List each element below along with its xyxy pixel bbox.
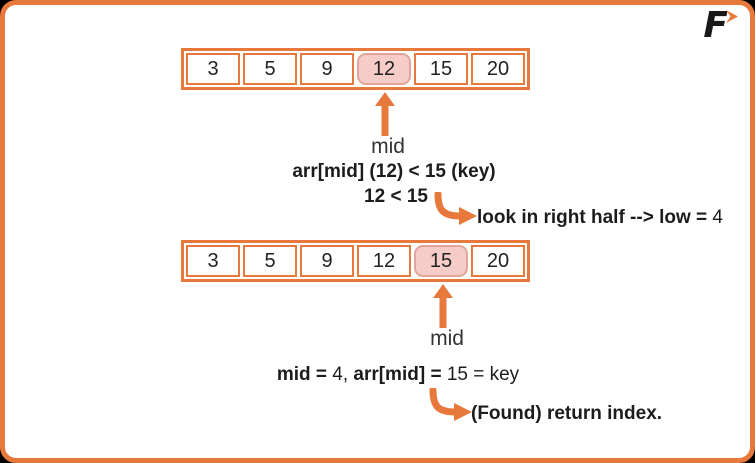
logo-letter: F — [703, 5, 728, 46]
array-cell: 20 — [471, 53, 525, 85]
array-step1: 3 5 9 12 15 20 — [181, 48, 530, 90]
step2-action-text: (Found) return index. — [471, 403, 663, 424]
result-regular-2: 15 = key — [446, 364, 520, 385]
array-cell: 3 — [186, 245, 240, 277]
array-cell: 12 — [357, 245, 411, 277]
mid-label: mid — [371, 135, 405, 158]
hook-arrow-icon — [428, 386, 474, 422]
array-cell: 5 — [243, 245, 297, 277]
step1-action-bold: look in right half --> low = — [477, 207, 713, 228]
logo-chevron-icon — [725, 9, 740, 30]
array-step2: 3 5 9 12 15 20 — [181, 240, 530, 282]
result-regular-1: 4, — [332, 364, 354, 385]
brand-logo: F — [703, 8, 740, 44]
array-cell: 20 — [471, 245, 525, 277]
array-cell-highlighted: 12 — [357, 53, 411, 85]
array-cell: 9 — [300, 245, 354, 277]
mid-label: mid — [430, 327, 464, 350]
comparison-line-2: 12 < 15 — [364, 186, 428, 207]
array-cell: 3 — [186, 53, 240, 85]
step1-action-value: 4 — [712, 207, 723, 228]
array-cell: 15 — [414, 53, 468, 85]
comparison-line-1: arr[mid] (12) < 15 (key) — [292, 161, 496, 182]
mid-pointer-arrow-icon — [432, 284, 454, 328]
result-bold-1: mid = — [276, 364, 333, 385]
mid-pointer-arrow-icon — [374, 92, 396, 136]
hook-arrow-icon — [433, 190, 479, 226]
array-cell: 5 — [243, 53, 297, 85]
array-cell: 9 — [300, 53, 354, 85]
result-line: mid = 4, arr[mid] = 15 = key — [277, 364, 519, 386]
step1-action-text: look in right half --> low = 4 — [477, 207, 723, 229]
array-cell-highlighted: 15 — [414, 245, 468, 277]
result-bold-2: arr[mid] = — [353, 364, 447, 385]
